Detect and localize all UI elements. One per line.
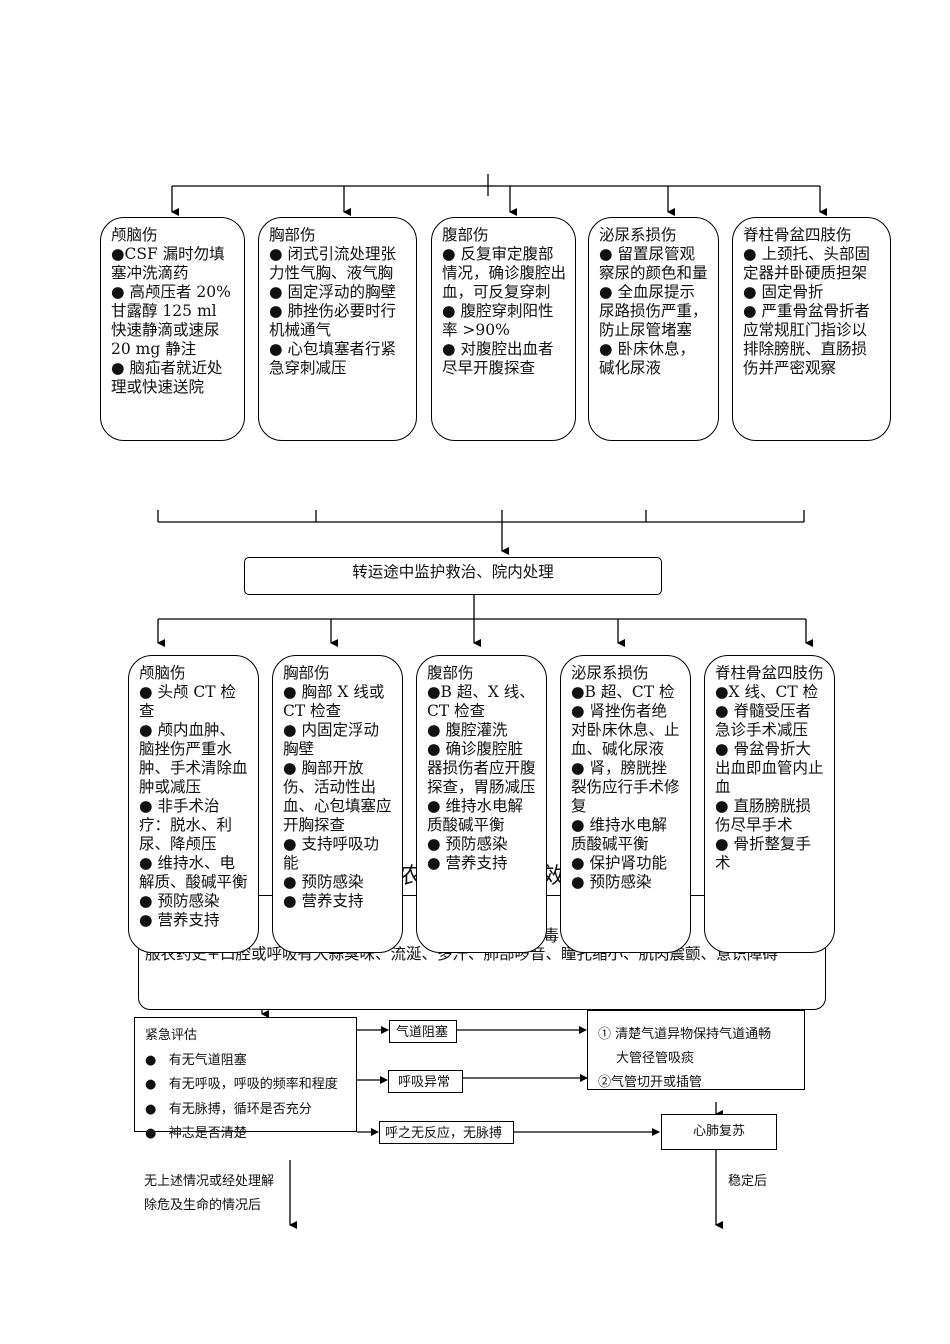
transit-box: 转运途中监护救治、院内处理: [244, 557, 662, 595]
treatment-item: ① 清楚气道异物保持气道通畅: [598, 1027, 772, 1042]
list-item: ● 维持水电解质酸碱平衡: [427, 797, 523, 834]
list-item: ● 头颅 CT 检查: [139, 683, 237, 720]
list-item: ● 留置尿管观察尿的颜色和量: [599, 245, 708, 282]
list-item: ● 脊髓受压者急诊手术减压: [715, 702, 811, 739]
list-item: ● 确诊腹腔脏器损伤者应开腹探查，胃肠减压: [427, 740, 536, 796]
treatment-item: 大管径管吸痰: [616, 1051, 695, 1066]
list-item: ● 高颅压者 20% 甘露醇 125 ml 快速静滴或速尿 20 mg 静注: [111, 283, 231, 358]
bottom-left-note: 无上述情况或经处理解 除危及生命的情况后: [144, 1170, 274, 1218]
bottom-right-note: 稳定后: [728, 1174, 768, 1189]
lower-box-abdomen: 腹部伤 ●B 超、X 线、CT 检查 ● 腹腔灌洗 ● 确诊腹腔脏器损伤者应开腹…: [416, 655, 547, 953]
list-item: ● 肾挫伤者绝对卧床休息、止血、碱化尿液: [571, 702, 680, 758]
list-item: ● 内固定浮动胸壁: [283, 721, 379, 758]
airway-treatment-box: ① 清楚气道异物保持气道通畅 大管径管吸痰 ②气管切开或插管: [587, 1010, 805, 1090]
list-item: ● 脑疝者就近处理或快速送院: [111, 359, 223, 396]
list-item: ●CSF 漏时勿填塞冲洗滴药: [111, 245, 225, 282]
lower-box-spine: 脊柱骨盆四肢伤 ●X 线、CT 检 ● 脊髓受压者急诊手术减压 ● 骨盆骨折大出…: [704, 655, 835, 953]
list-item: ● 维持水、电解质、酸碱平衡: [139, 854, 248, 891]
cpr-label: 心肺复苏: [692, 1124, 745, 1139]
cpr-box: 心肺复苏: [661, 1114, 777, 1150]
list-item: ● 骨折整复手术: [715, 835, 811, 872]
list-item: ● 卧床休息，碱化尿液: [599, 340, 695, 377]
box-title: 脊柱骨盆四肢伤: [715, 664, 824, 682]
assessment-item: ● 神志是否清楚: [145, 1126, 247, 1141]
treatment-item: ②气管切开或插管: [598, 1075, 703, 1090]
list-item: ●B 超、X 线、CT 检查: [427, 683, 535, 720]
list-item: ●B 超、CT 检: [571, 683, 675, 701]
box-title: 脊柱骨盆四肢伤: [743, 226, 852, 244]
list-item: ● 全血尿提示尿路损伤严重，防止尿管堵塞: [599, 283, 708, 339]
upper-box-chest: 胸部伤 ● 闭式引流处理张力性气胸、液气胸 ● 固定浮动的胸壁 ● 肺挫伤必要时…: [258, 217, 417, 441]
upper-box-head: 颅脑伤 ●CSF 漏时勿填塞冲洗滴药 ● 高颅压者 20% 甘露醇 125 ml…: [100, 217, 245, 441]
list-item: ● 上颈托、头部固定器并卧硬质担架: [743, 245, 870, 282]
box-title: 胸部伤: [283, 664, 330, 682]
box-title: 腹部伤: [427, 664, 474, 682]
upper-box-spine: 脊柱骨盆四肢伤 ● 上颈托、头部固定器并卧硬质担架 ● 固定骨折 ● 严重骨盆骨…: [732, 217, 891, 441]
list-item: ● 骨盆骨折大出血即血管内止血: [715, 740, 824, 796]
list-item: ● 营养支持: [139, 911, 220, 929]
assessment-item-text: 有无气道阻塞: [168, 1052, 247, 1068]
assessment-item: ● 有无呼吸，呼吸的频率和程度: [145, 1077, 338, 1092]
no-response-box: 呼之无反应，无脉搏: [379, 1121, 514, 1144]
list-item: ● 固定浮动的胸壁: [269, 283, 396, 301]
list-item: ● 对腹腔出血者尽早开腹探查: [442, 340, 554, 377]
list-item: ● 预防感染: [283, 873, 364, 891]
lower-box-chest: 胸部伤 ● 胸部 X 线或 CT 检查 ● 内固定浮动胸壁 ● 胸部开放伤、活动…: [272, 655, 403, 953]
assessment-item-text: 有无脉搏，循环是否充分: [168, 1101, 312, 1117]
list-item: ● 支持呼吸功能: [283, 835, 379, 872]
list-item: ● 闭式引流处理张力性气胸、液气胸: [269, 245, 396, 282]
list-item: ● 预防感染: [571, 873, 652, 891]
box-title: 颅脑伤: [111, 226, 158, 244]
lower-box-head: 颅脑伤 ● 头颅 CT 检查 ● 颅内血肿、脑挫伤严重水肿、手术清除血肿或减压 …: [128, 655, 259, 953]
upper-box-urinary: 泌尿系损伤 ● 留置尿管观察尿的颜色和量 ● 全血尿提示尿路损伤严重，防止尿管堵…: [588, 217, 719, 441]
list-item: ● 胸部开放伤、活动性出血、心包填塞应开胸探查: [283, 759, 392, 834]
fragment-text: 效: [542, 864, 565, 889]
list-item: ● 固定骨折: [743, 283, 824, 301]
list-item: ● 腹腔灌洗: [427, 721, 508, 739]
list-item: ● 维持水电解质酸碱平衡: [571, 816, 667, 853]
list-item: ● 肾，膀胱挫裂伤应行手术修复: [571, 759, 680, 815]
box-title: 胸部伤: [269, 226, 316, 244]
box-title: 颅脑伤: [139, 664, 186, 682]
assessment-title: 紧急评估: [145, 1028, 198, 1043]
list-item: ● 肺挫伤必要时行机械通气: [269, 302, 396, 339]
assessment-item-text: 神志是否清楚: [168, 1126, 247, 1141]
list-item: ● 心包填塞者行紧急穿刺减压: [269, 340, 396, 377]
list-item: ●X 线、CT 检: [715, 683, 819, 701]
list-item: ● 腹腔穿刺阳性率 >90%: [442, 302, 554, 339]
note-line: 无上述情况或经处理解: [144, 1174, 275, 1189]
box-title: 腹部伤: [442, 226, 489, 244]
list-item: ● 反复审定腹部情况，确诊腹腔出血，可反复穿刺: [442, 245, 567, 301]
list-item: ● 严重骨盆骨折者应常规肛门指诊以排除膀胱、直肠损伤并严密观察: [743, 302, 870, 377]
breathing-abnormal-label: 呼吸异常: [398, 1075, 451, 1090]
list-item: ● 预防感染: [427, 835, 508, 853]
list-item: ● 营养支持: [283, 892, 364, 910]
list-item: ● 胸部 X 线或 CT 检查: [283, 683, 385, 720]
box-title: 泌尿系损伤: [571, 664, 649, 682]
list-item: ● 保护肾功能: [571, 854, 667, 872]
list-item: ● 营养支持: [427, 854, 508, 872]
assessment-item: ● 有无气道阻塞: [145, 1052, 247, 1068]
airway-obstruction-box: 气道阻塞: [389, 1020, 457, 1043]
list-item: ● 直肠膀胱损伤尽早手术: [715, 797, 811, 834]
assessment-box: 紧急评估 ● 有无气道阻塞 ● 有无呼吸，呼吸的频率和程度 ● 有无脉搏，循环是…: [134, 1017, 357, 1141]
transit-label: 转运途中监护救治、院内处理: [352, 563, 554, 581]
list-item: ● 颅内血肿、脑挫伤严重水肿、手术清除血肿或减压: [139, 721, 248, 796]
no-response-label: 呼之无反应，无脉搏: [385, 1126, 503, 1141]
list-item: ● 预防感染: [139, 892, 220, 910]
breathing-abnormal-box: 呼吸异常: [388, 1070, 463, 1093]
airway-obstruction-label: 气道阻塞: [396, 1025, 449, 1040]
fragment-text: 毒: [543, 926, 560, 945]
upper-box-abdomen: 腹部伤 ● 反复审定腹部情况，确诊腹腔出血，可反复穿刺 ● 腹腔穿刺阳性率 >9…: [431, 217, 576, 441]
note-line: 除危及生命的情况后: [144, 1198, 262, 1213]
assessment-item: ● 有无脉搏，循环是否充分: [145, 1101, 312, 1117]
list-item: ● 非手术治疗：脱水、利尿、降颅压: [139, 797, 233, 853]
box-title: 泌尿系损伤: [599, 226, 677, 244]
lower-box-urinary: 泌尿系损伤 ●B 超、CT 检 ● 肾挫伤者绝对卧床休息、止血、碱化尿液 ● 肾…: [560, 655, 691, 953]
assessment-item-text: 有无呼吸，呼吸的频率和程度: [168, 1077, 338, 1092]
